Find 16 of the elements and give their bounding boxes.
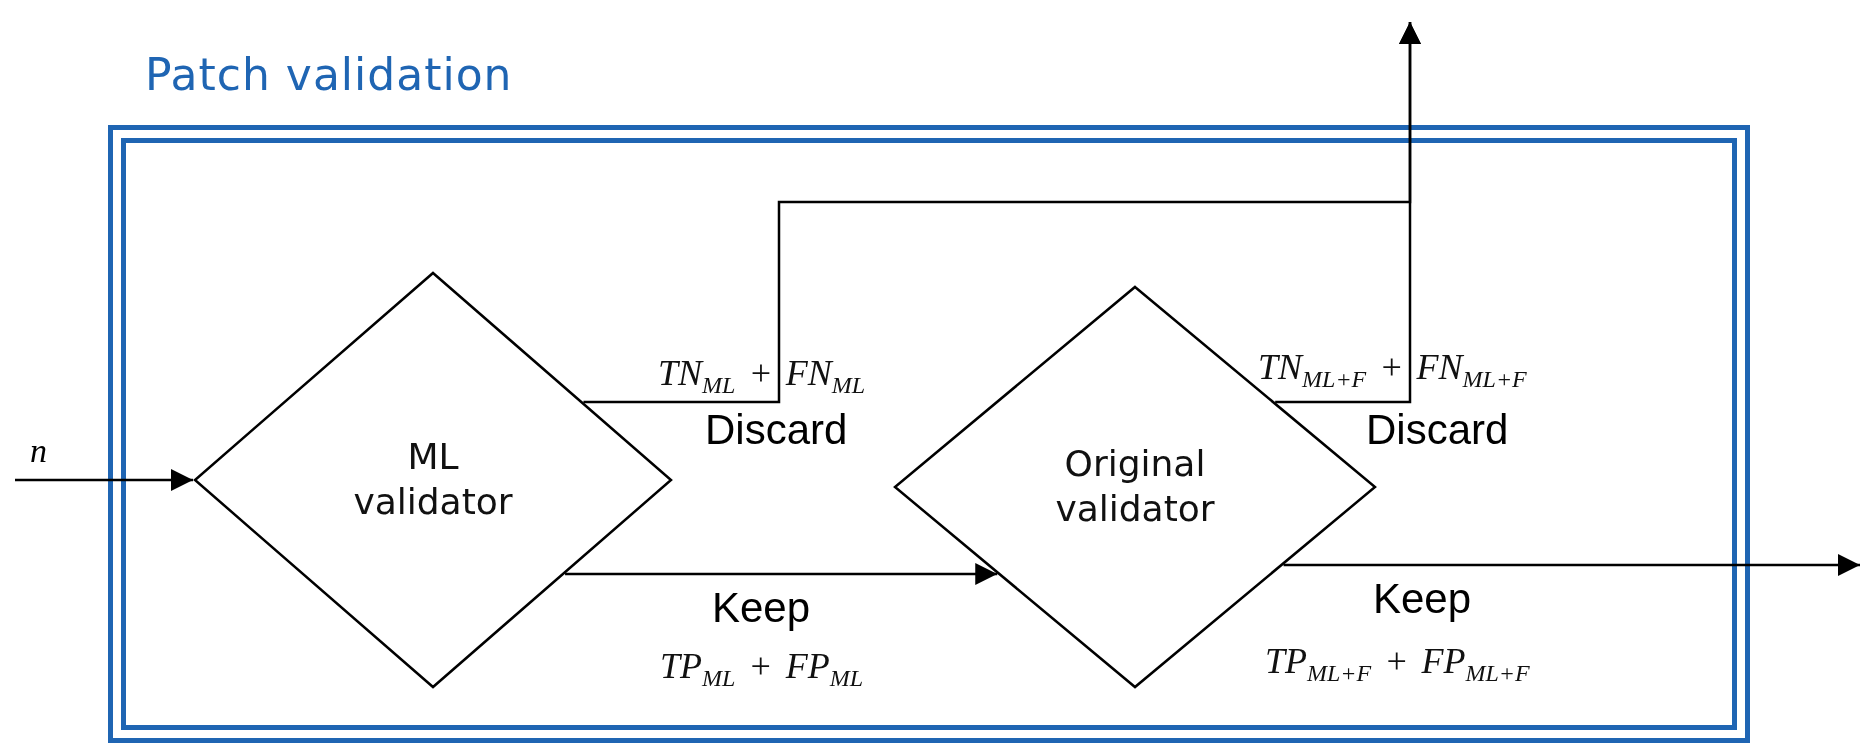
edge-label: Keep	[1373, 575, 1472, 623]
arrow	[1283, 554, 1860, 576]
group-title: Patch validation	[145, 49, 513, 100]
node-label: Original validator	[1054, 442, 1216, 531]
arrow	[1275, 22, 1421, 404]
formula-label: TP$_{ML+F}$ + FP$_{ML+F}$	[1265, 640, 1530, 687]
arrow	[15, 469, 193, 491]
formula-label: TP$_{ML}$ + FP$_{ML}$	[660, 645, 863, 692]
edge-label: n	[30, 432, 47, 470]
edge-label: Discard	[705, 406, 848, 454]
formula-label: TN$_{ML}$ + FN$_{ML}$	[658, 352, 866, 399]
node-label: ML validator	[352, 435, 514, 524]
formula-label: TN$_{ML+F}$ + FN$_{ML+F}$	[1258, 346, 1527, 393]
edge-label: Keep	[712, 584, 811, 632]
arrow	[565, 563, 998, 585]
edge-label: Discard	[1366, 406, 1509, 454]
